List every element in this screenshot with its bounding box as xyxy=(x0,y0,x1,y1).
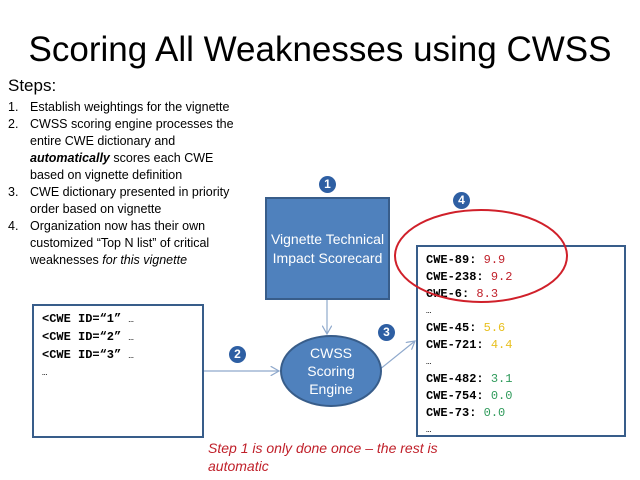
cwe-id: CWE-73: xyxy=(426,406,477,420)
cwe-id: CWE-238: xyxy=(426,270,484,284)
cwe-id: CWE-721: xyxy=(426,338,484,352)
ellipsis: … xyxy=(128,351,134,361)
cwe-score: 4.4 xyxy=(490,338,513,352)
step-item: 1. Establish weightings for the vignette xyxy=(8,99,248,116)
step-text: CWSS scoring engine processes the entire… xyxy=(30,116,248,184)
step-text-part: automatically xyxy=(30,151,110,165)
result-row: CWE-73: 0.0 xyxy=(426,405,616,422)
step-text: Establish weightings for the vignette xyxy=(30,99,229,116)
result-row: CWE-721: 4.4 xyxy=(426,337,616,354)
input-line: <CWE ID=“3” … xyxy=(42,347,194,365)
result-row: CWE-482: 3.1 xyxy=(426,371,616,388)
step-item: 4. Organization now has their own customi… xyxy=(8,218,248,269)
step-number: 4. xyxy=(8,219,19,233)
step-text: CWE dictionary presented in priority ord… xyxy=(30,184,248,218)
cwe-score: 9.2 xyxy=(490,270,513,284)
result-row: CWE-45: 5.6 xyxy=(426,320,616,337)
arrow-engine-to-results xyxy=(378,341,415,371)
result-row: CWE-754: 0.0 xyxy=(426,388,616,405)
ellipsis: … xyxy=(426,306,432,316)
cwe-score: 0.0 xyxy=(483,406,506,420)
result-row: CWE-238: 9.2 xyxy=(426,269,616,286)
step-item: 3. CWE dictionary presented in priority o… xyxy=(8,184,248,218)
ellipsis: … xyxy=(426,425,432,435)
cwe-id: CWE-45: xyxy=(426,321,477,335)
vignette-label: Vignette Technical Impact Scorecard xyxy=(270,230,385,266)
input-code: <CWE ID=“3” xyxy=(42,348,122,362)
cwe-id: CWE-754: xyxy=(426,389,484,403)
step-text: Organization now has their own customize… xyxy=(30,218,248,269)
input-code: <CWE ID=“2” xyxy=(42,330,122,344)
ellipsis: … xyxy=(128,333,134,343)
step-text-part: CWSS scoring engine processes the entire… xyxy=(30,117,234,148)
steps-list: 1. Establish weightings for the vignette 2… xyxy=(8,99,248,269)
result-row: CWE-89: 9.9 xyxy=(426,252,616,269)
cwe-score: 8.3 xyxy=(476,287,499,301)
ellipsis: … xyxy=(128,315,134,325)
step-text-part: Establish weightings for the vignette xyxy=(30,100,230,114)
input-line: <CWE ID=“2” … xyxy=(42,329,194,347)
step-text-part: scores each CWE based on vignette defini… xyxy=(30,151,214,182)
result-row: CWE-6: 8.3 xyxy=(426,286,616,303)
badge-4: 4 xyxy=(453,192,470,209)
badge-1: 1 xyxy=(319,176,336,193)
ellipsis: … xyxy=(426,357,432,367)
cwe-score: 3.1 xyxy=(490,372,513,386)
step-text-part: for this vignette xyxy=(102,253,188,267)
vignette-scorecard-box: Vignette Technical Impact Scorecard xyxy=(265,197,390,300)
step-number: 2. xyxy=(8,117,19,131)
cwe-id: CWE-6: xyxy=(426,287,470,301)
footnote: Step 1 is only done once – the rest is a… xyxy=(208,440,438,474)
scoring-engine: CWSS Scoring Engine xyxy=(280,335,382,407)
step-text-part: Organization now has their own customize… xyxy=(30,219,210,267)
slide-title: Scoring All Weaknesses using CWSS xyxy=(28,30,612,69)
engine-label: CWSS Scoring Engine xyxy=(307,345,355,397)
cwe-score: 9.9 xyxy=(483,253,506,267)
ellipsis: … xyxy=(42,368,48,378)
cwe-dictionary-input: <CWE ID=“1” …<CWE ID=“2” …<CWE ID=“3” …… xyxy=(32,304,204,438)
steps-heading: Steps: xyxy=(8,76,57,95)
cwe-score: 5.6 xyxy=(483,321,506,335)
step-number: 1. xyxy=(8,100,19,114)
cwe-score: 0.0 xyxy=(490,389,513,403)
cwe-id: CWE-482: xyxy=(426,372,484,386)
step-item: 2. CWSS scoring engine processes the enti… xyxy=(8,116,248,184)
cwe-id: CWE-89: xyxy=(426,253,477,267)
step-text-part: CWE dictionary presented in priority ord… xyxy=(30,185,230,216)
badge-2: 2 xyxy=(229,346,246,363)
badge-3: 3 xyxy=(378,324,395,341)
step-number: 3. xyxy=(8,185,19,199)
input-line: <CWE ID=“1” … xyxy=(42,311,194,329)
input-code: <CWE ID=“1” xyxy=(42,312,122,326)
